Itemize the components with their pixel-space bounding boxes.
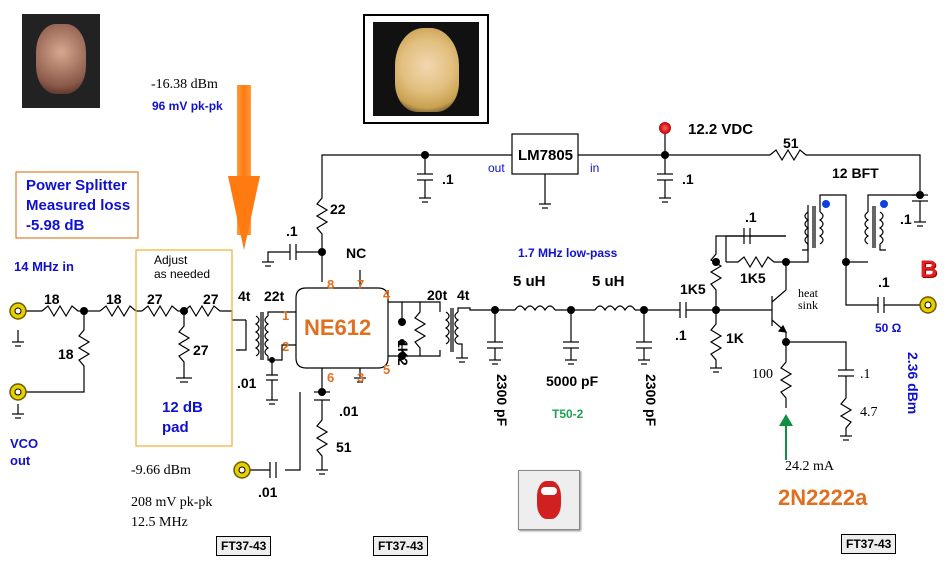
l-5uh-a: 5 uH (513, 273, 546, 290)
current-arrow-icon (779, 414, 793, 460)
r-18-b: 18 (106, 291, 122, 307)
l-5uh-b: 5 uH (592, 273, 625, 290)
label-rf-voltage: 96 mV pk-pk (152, 99, 223, 113)
pin-1: 1 (282, 308, 290, 323)
label-lo-freq: 12.5 MHz (131, 515, 188, 530)
r-27-a: 27 (147, 291, 163, 307)
label-heatsink-1: heat (798, 286, 818, 300)
cap-0-01-b: .01 (339, 403, 359, 419)
cap-0-01-a: .01 (237, 375, 257, 391)
r-27-shunt: 27 (193, 342, 209, 358)
r-1k: 1K (726, 330, 744, 346)
label-b: B (920, 256, 938, 283)
label-4t-a: 4t (238, 288, 251, 304)
cap-0-1-b: .1 (442, 171, 454, 187)
pad-box (135, 249, 233, 447)
core-tag-2: FT37-43 (373, 536, 429, 556)
avatar-left-icon (22, 14, 100, 108)
label-reg-out: out (488, 161, 505, 175)
label-splitter-1: Power Splitter (26, 177, 127, 194)
bnc-connectors (9, 296, 937, 479)
label-50-ohm: 50 Ω (875, 321, 902, 335)
label-nc: NC (346, 245, 367, 261)
cap-2300-b: 2300 pF (643, 374, 659, 427)
r-22: 22 (330, 201, 346, 217)
label-current: 24.2 mA (785, 459, 834, 474)
cap-2300-a: 2300 pF (494, 374, 510, 427)
signal-arrow-icon (228, 85, 260, 250)
junction-dots (80, 151, 924, 396)
label-pad-2: pad (162, 419, 189, 436)
r-18-shunt: 18 (58, 346, 74, 362)
core-tag-3: FT37-43 (841, 534, 897, 554)
r-51-b: 51 (783, 135, 799, 151)
cap-0-1-g: .1 (878, 274, 890, 290)
label-rf-in: 14 MHz in (14, 259, 74, 274)
r-1k5-a: 1K5 (680, 281, 706, 297)
mascot-icon (518, 470, 580, 530)
label-4t-b: 4t (457, 287, 470, 303)
avatar-center-icon (363, 14, 489, 124)
label-vco-1: VCO (10, 436, 39, 451)
r-100: 100 (752, 367, 773, 382)
cap-0-1-h: .1 (860, 367, 871, 382)
pin-5: 5 (383, 362, 391, 377)
chip-label: NE612 (304, 315, 372, 340)
label-supply: 12.2 VDC (688, 121, 754, 138)
label-adjust-1: Adjust (154, 253, 188, 267)
r-18-a: 18 (44, 291, 60, 307)
label-splitter-3: -5.98 dB (26, 217, 85, 234)
cap-0-01-c: .01 (258, 484, 278, 500)
pin-6: 6 (327, 370, 335, 385)
label-22t: 22t (264, 288, 285, 304)
pin-3: 3 (357, 370, 365, 385)
label-vco-2: out (10, 453, 31, 468)
label-12bft: 12 BFT (832, 165, 879, 181)
label-out-power: 2.36 dBm (905, 352, 921, 415)
pin-4: 4 (383, 287, 391, 302)
cap-0-1-f: .1 (745, 209, 757, 225)
cap-0-1-d: .1 (900, 211, 912, 227)
r-51-a: 51 (336, 439, 352, 455)
pin-7: 7 (357, 277, 365, 292)
label-reg-in: in (590, 161, 600, 175)
label-lowpass: 1.7 MHz low-pass (518, 246, 618, 260)
regulator-label: LM7805 (518, 147, 574, 164)
r-1k5-b: 1K5 (740, 270, 766, 286)
cap-0-1-c: .1 (682, 171, 694, 187)
label-pad-1: 12 dB (162, 399, 203, 416)
label-splitter-2: Measured loss (26, 197, 131, 214)
pin-2: 2 (282, 339, 290, 354)
pin-8: 8 (327, 277, 335, 292)
transistor-label: 2N2222a (778, 485, 868, 510)
r-27-b: 27 (203, 291, 219, 307)
label-rf-power: -16.38 dBm (151, 77, 218, 92)
r-1k2: 1K2 (395, 340, 411, 366)
label-lo-voltage: 208 mV pk-pk (131, 495, 213, 510)
cap-5000: 5000 pF (546, 373, 599, 389)
label-heatsink-2: sink (798, 298, 819, 312)
r-4-7: 4.7 (860, 405, 878, 420)
label-lo-power: -9.66 dBm (131, 463, 191, 478)
splitter-box (15, 171, 139, 239)
label-20t: 20t (427, 287, 448, 303)
label-adjust-2: as needed (154, 267, 211, 281)
cap-0-1-e: .1 (675, 327, 687, 343)
supply-terminal-icon (659, 122, 671, 134)
label-core: T50-2 (552, 407, 584, 421)
cap-0-1-a: .1 (286, 223, 298, 239)
core-tag-1: FT37-43 (216, 536, 272, 556)
